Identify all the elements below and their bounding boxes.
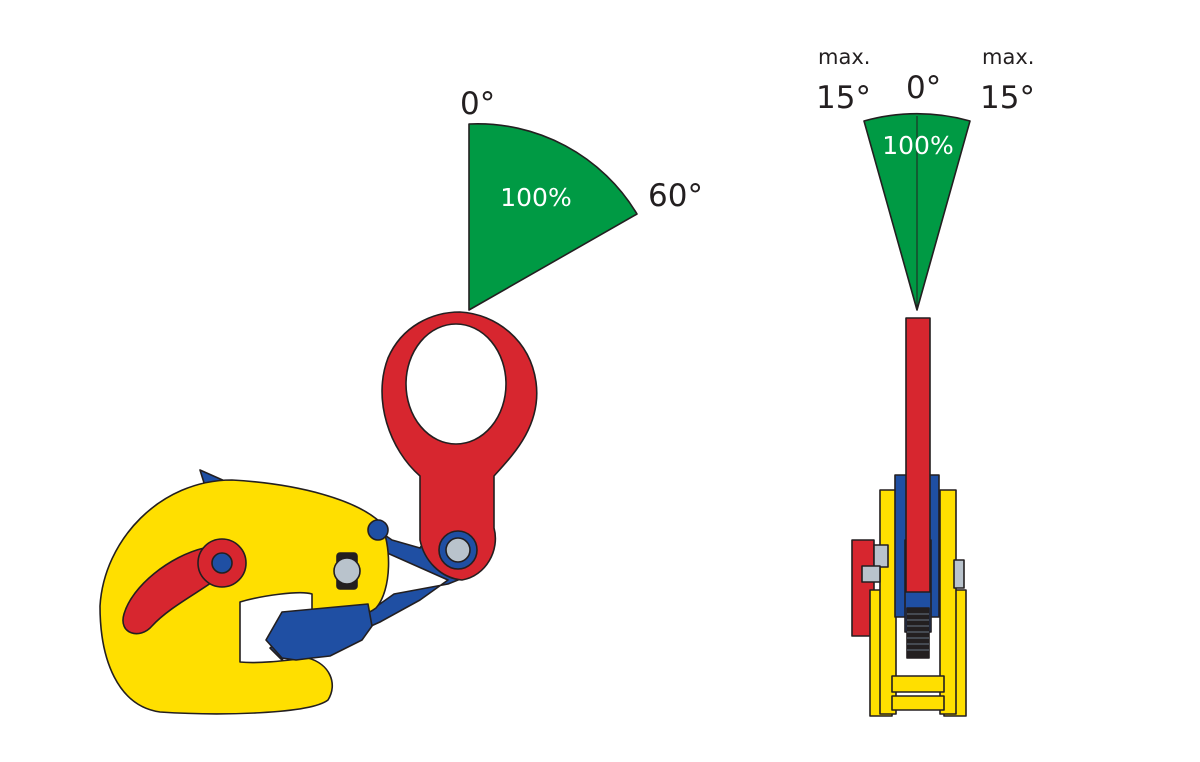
front-load-label: 100% xyxy=(882,131,953,160)
front-bolt-left-2 xyxy=(861,565,881,583)
front-yellow-plate-right xyxy=(939,489,957,715)
front-view xyxy=(851,112,971,717)
front-right-angle-label: 15° xyxy=(980,80,1035,116)
side-angle-sector xyxy=(468,123,638,311)
front-center-angle-label: 0° xyxy=(906,70,941,106)
front-yellow-crossbar-top xyxy=(891,675,945,693)
side-load-label: 100% xyxy=(500,183,571,212)
front-red-bar xyxy=(905,317,931,593)
side-pivot-bolt xyxy=(445,537,471,563)
front-yellow-crossbar-bottom xyxy=(891,695,945,711)
side-angle-end-label: 60° xyxy=(648,178,703,214)
side-small-knob xyxy=(367,519,389,541)
side-bolt xyxy=(333,557,361,585)
front-bolt-right xyxy=(953,559,965,589)
front-red-tab xyxy=(851,539,875,637)
front-left-max-label: max. xyxy=(818,45,870,69)
front-right-max-label: max. xyxy=(982,45,1034,69)
side-angle-start-label: 0° xyxy=(460,86,495,122)
front-teeth-lines xyxy=(907,613,929,651)
side-view xyxy=(99,123,638,715)
front-bolt-left-1 xyxy=(873,544,889,568)
front-left-angle-label: 15° xyxy=(816,80,871,116)
side-jaw-teeth xyxy=(265,603,373,661)
side-lifting-eye xyxy=(381,311,538,581)
side-cam-pin xyxy=(211,552,233,574)
